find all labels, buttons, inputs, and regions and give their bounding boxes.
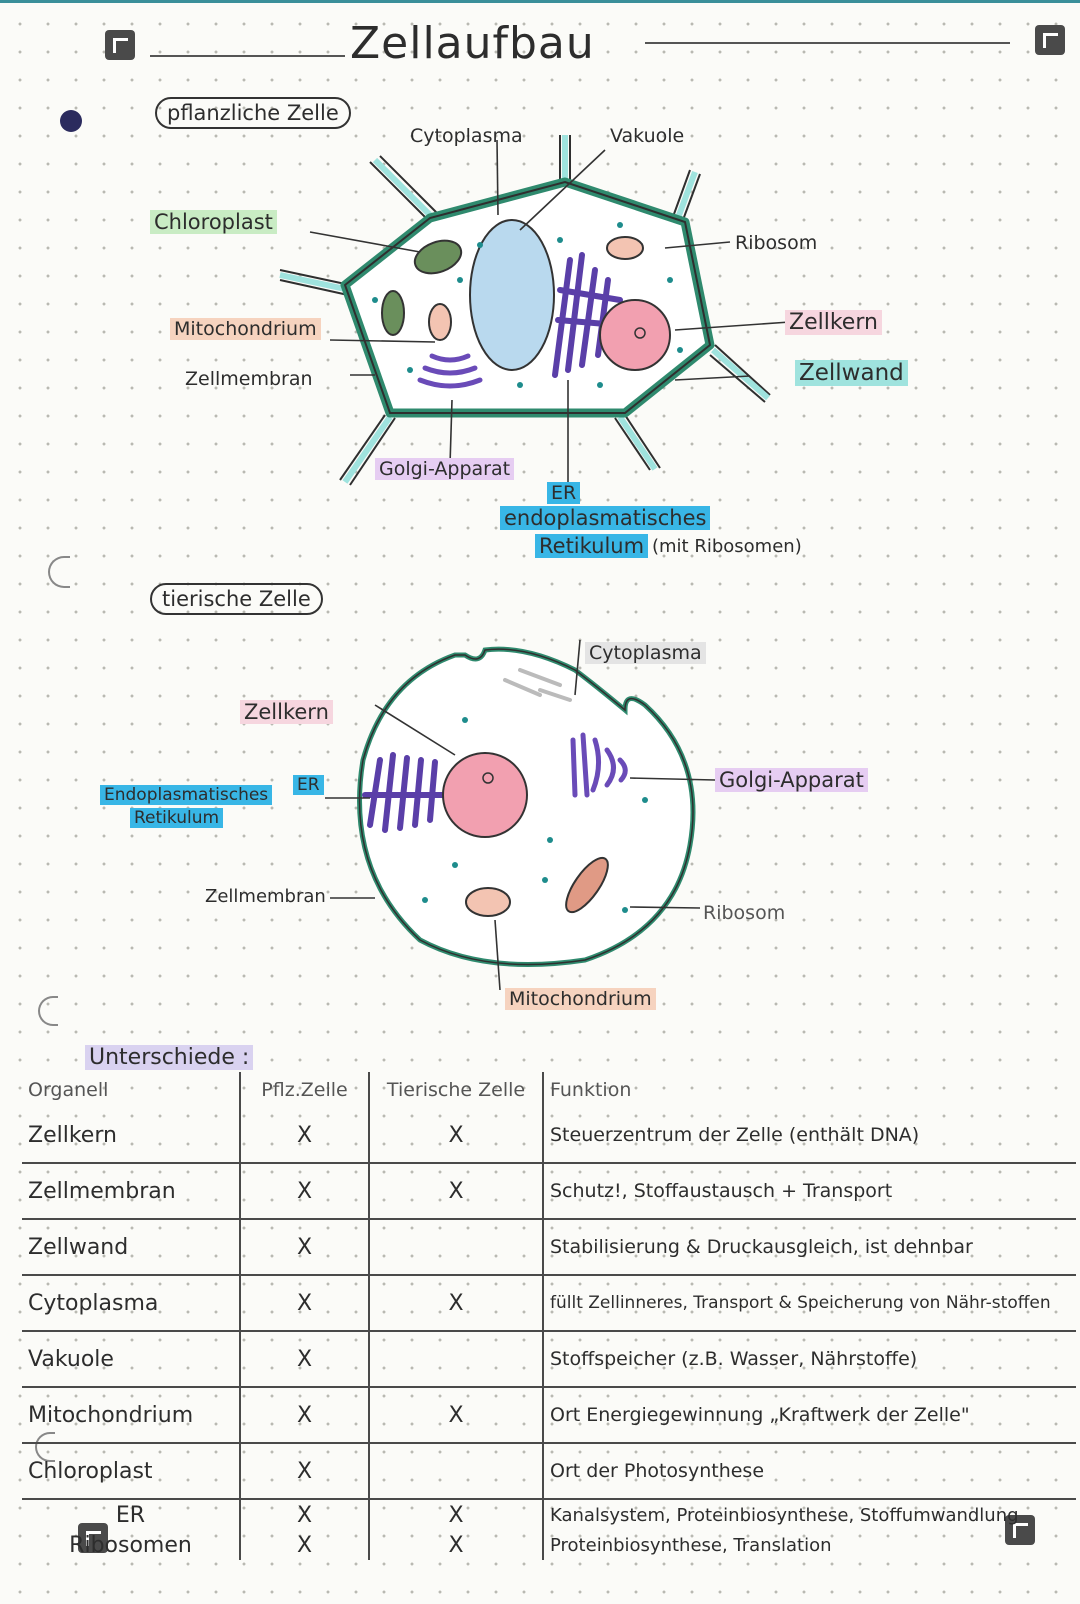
title-line-left — [150, 55, 345, 57]
table-header-row: Organell Pflz.Zelle Tierische Zelle Funk… — [22, 1072, 1076, 1108]
cell-function: Kanalsystem, Proteinbiosynthese, Stoffum… — [550, 1504, 1019, 1526]
table-row: Chloroplast X Ort der Photosynthese — [22, 1443, 1076, 1500]
cell-organell: Zellwand — [22, 1219, 241, 1276]
page-title: Zellaufbau — [350, 18, 595, 69]
cell-animal — [369, 1331, 544, 1388]
cell-animal: X — [369, 1387, 544, 1444]
bullet-filled — [60, 110, 82, 132]
cell-function: Proteinbiosynthese, Translation — [550, 1534, 832, 1556]
cell-plant: X — [240, 1219, 370, 1276]
cell-animal — [369, 1219, 544, 1276]
animal-cell-diagram — [325, 639, 716, 991]
cell-animal — [369, 1443, 544, 1500]
plant-cell-diagram — [279, 135, 791, 486]
cell-plant: X — [240, 1331, 370, 1388]
cell-function: füllt Zellinneres, Transport & Speicheru… — [543, 1275, 1076, 1332]
cell-organell: Chloroplast — [22, 1443, 241, 1500]
cell-organell: Zellmembran — [22, 1163, 241, 1220]
cell-function: Ort Energiegewinnung „Kraftwerk der Zell… — [543, 1387, 1076, 1444]
cell-function: Ort der Photosynthese — [543, 1443, 1076, 1500]
table-row: Cytoplasma X X füllt Zellinneres, Transp… — [22, 1275, 1076, 1332]
cell-organell: Cytoplasma — [22, 1275, 241, 1332]
cell-plant: X — [240, 1163, 370, 1220]
table-row: Zellmembran X X Schutz!, Stoffaustausch … — [22, 1163, 1076, 1220]
plant-cell-heading: pflanzliche Zelle — [155, 97, 351, 129]
header-organell: Organell — [22, 1072, 241, 1108]
top-accent — [0, 0, 1080, 3]
table-row: Zellwand X Stabilisierung & Druckausglei… — [22, 1219, 1076, 1276]
animal-label-cytoplasma: Cytoplasma — [585, 642, 706, 664]
table-row: Ribosomen X X Proteinbiosynthese, Transl… — [22, 1530, 1076, 1560]
plant-label-er-short: ER — [547, 482, 581, 504]
cell-animal: X — [369, 1108, 544, 1164]
cell-organell: Ribosomen — [22, 1530, 241, 1560]
cell-animal: X — [369, 1275, 544, 1332]
header-plant: Pflz.Zelle — [240, 1072, 370, 1108]
bullet-open-2 — [38, 996, 58, 1026]
corner-marker-top-left — [105, 30, 135, 60]
cell-plant: X — [240, 1530, 370, 1560]
animal-cell-heading: tierische Zelle — [150, 583, 323, 615]
cell-function: Stabilisierung & Druckausgleich, ist deh… — [543, 1219, 1076, 1276]
cell-organell: ER — [22, 1499, 241, 1530]
cell-animal: X — [369, 1163, 544, 1220]
plant-label-ribosom: Ribosom — [735, 232, 818, 254]
plant-label-cytoplasma: Cytoplasma — [410, 125, 523, 147]
animal-label-zellkern: Zellkern — [240, 700, 333, 724]
animal-label-ribosom: Ribosom — [703, 902, 786, 924]
plant-label-vakuole: Vakuole — [610, 125, 685, 147]
cell-organell: Mitochondrium — [22, 1387, 241, 1444]
cell-function: Steuerzentrum der Zelle (enthält DNA) — [543, 1108, 1076, 1164]
cell-plant: X — [240, 1499, 370, 1530]
cell-animal: X — [369, 1530, 544, 1560]
plant-label-golgi: Golgi-Apparat — [375, 458, 515, 480]
header-function: Funktion — [550, 1079, 632, 1101]
animal-label-er-b: Retikulum — [130, 808, 224, 828]
plant-label-chloroplast: Chloroplast — [150, 210, 277, 234]
cell-plant: X — [240, 1108, 370, 1164]
plant-label-er-retikulum: Retikulum — [535, 534, 649, 558]
plant-label-zellmembran: Zellmembran — [185, 368, 313, 390]
cell-plant: X — [240, 1443, 370, 1500]
plant-label-er-note: (mit Ribosomen) — [652, 536, 802, 557]
animal-label-er-short: ER — [293, 775, 324, 795]
table-row: Vakuole X Stoffspeicher (z.B. Wasser, Nä… — [22, 1331, 1076, 1388]
corner-marker-bottom-right — [1005, 1515, 1035, 1545]
plant-label-er-long: endoplasmatisches — [500, 506, 711, 530]
plant-label-zellwand: Zellwand — [795, 360, 908, 386]
animal-label-zellmembran: Zellmembran — [205, 886, 326, 907]
table-caption: Unterschiede : — [85, 1045, 254, 1070]
plant-label-zellkern: Zellkern — [785, 310, 882, 335]
corner-marker-top-right — [1035, 25, 1065, 55]
cell-organell: Zellkern — [22, 1108, 241, 1164]
cell-animal: X — [369, 1499, 544, 1530]
cell-organell: Vakuole — [22, 1331, 241, 1388]
table-row: Zellkern X X Steuerzentrum der Zelle (en… — [22, 1108, 1076, 1164]
plant-label-mitochondrium: Mitochondrium — [170, 318, 321, 340]
title-line-right — [645, 42, 1010, 44]
cell-plant: X — [240, 1275, 370, 1332]
cell-function: Stoffspeicher (z.B. Wasser, Nährstoffe) — [543, 1331, 1076, 1388]
header-animal: Tierische Zelle — [369, 1072, 544, 1108]
animal-label-er-a: Endoplasmatisches — [100, 785, 273, 805]
cell-function: Schutz!, Stoffaustausch + Transport — [543, 1163, 1076, 1220]
bullet-open-1 — [48, 556, 70, 588]
table-row: Mitochondrium X X Ort Energiegewinnung „… — [22, 1387, 1076, 1444]
comparison-table: Organell Pflz.Zelle Tierische Zelle Funk… — [22, 1072, 1076, 1560]
animal-label-mitochondrium: Mitochondrium — [505, 988, 656, 1010]
table-row: ER X X Kanalsystem, Proteinbiosynthese, … — [22, 1499, 1076, 1530]
cell-plant: X — [240, 1387, 370, 1444]
animal-label-golgi: Golgi-Apparat — [715, 768, 868, 792]
